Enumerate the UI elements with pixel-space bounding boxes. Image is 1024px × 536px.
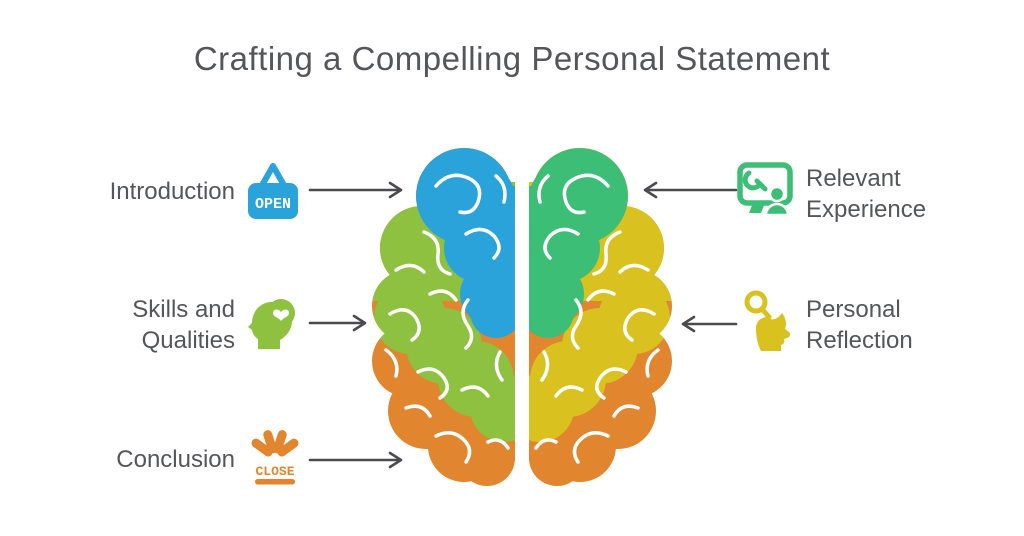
label-skills: Skills and Qualities bbox=[0, 294, 235, 356]
page-title: Crafting a Compelling Personal Statement bbox=[193, 40, 831, 77]
label-experience-line2: Experience bbox=[806, 196, 927, 223]
label-conclusion-text: Conclusion bbox=[116, 446, 235, 473]
arrow-skills bbox=[308, 314, 367, 332]
label-reflection-line1: Personal bbox=[806, 296, 901, 323]
arrow-experience bbox=[643, 181, 738, 199]
label-experience: Relevant Experience bbox=[806, 163, 1021, 225]
wrench-glyph bbox=[742, 170, 768, 192]
close-sign-icon: CLOSE bbox=[251, 430, 299, 485]
magnifier-glyph bbox=[744, 290, 772, 320]
person-glyph bbox=[764, 185, 790, 217]
open-sign-icon: OPEN bbox=[248, 163, 298, 219]
monitor-wrench-person-icon bbox=[737, 162, 793, 217]
label-introduction: Introduction bbox=[0, 176, 235, 207]
label-reflection-line2: Reflection bbox=[806, 327, 913, 354]
arrow-conclusion bbox=[308, 451, 403, 469]
heart-glyph bbox=[273, 309, 289, 321]
arrow-reflection bbox=[681, 315, 738, 333]
label-introduction-text: Introduction bbox=[109, 178, 235, 205]
head-magnifier-icon bbox=[744, 290, 791, 351]
open-sign-text: OPEN bbox=[255, 196, 291, 213]
label-conclusion: Conclusion bbox=[0, 444, 235, 475]
head-heart-icon bbox=[248, 299, 295, 349]
label-skills-line1: Skills and bbox=[132, 296, 235, 323]
label-reflection: Personal Reflection bbox=[806, 294, 1021, 356]
arrow-introduction bbox=[308, 181, 403, 199]
brain-diagram bbox=[372, 148, 672, 486]
close-sign-text: CLOSE bbox=[255, 464, 294, 479]
label-skills-line2: Qualities bbox=[141, 327, 235, 354]
label-experience-line1: Relevant bbox=[806, 165, 901, 192]
